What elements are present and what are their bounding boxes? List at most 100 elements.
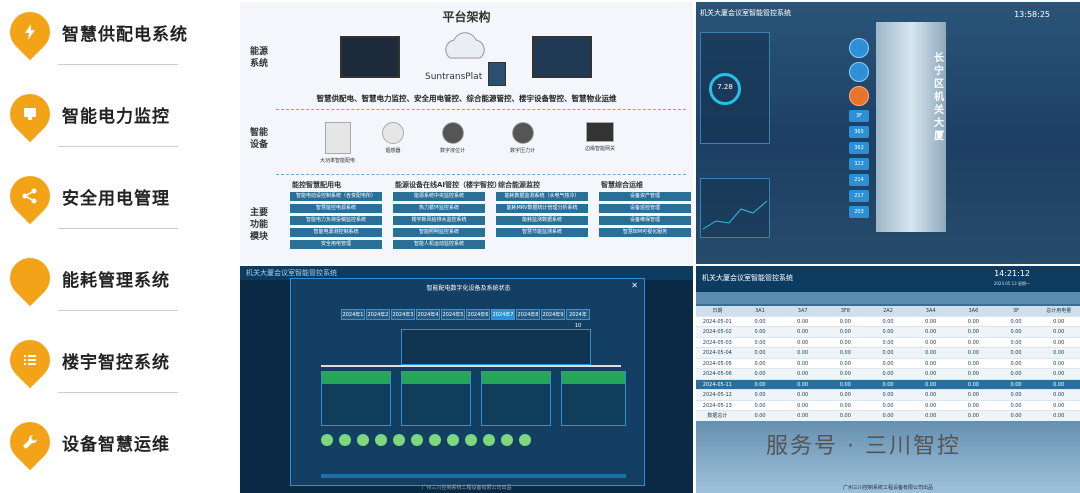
table-cell: 0.00	[754, 371, 766, 377]
table-cell: 0.00	[967, 402, 979, 409]
table-cell: 0.00	[1053, 371, 1065, 377]
menu-item-building[interactable]: 楼宇智控系统	[0, 328, 238, 410]
module-item[interactable]: 智能照明监控系统	[393, 228, 485, 237]
floor-button[interactable]: 214	[849, 174, 869, 186]
dashboard-title: 机关大厦会议室智能管控系统	[700, 9, 791, 17]
function-button[interactable]	[849, 38, 869, 58]
floor-button[interactable]: 365	[849, 126, 869, 138]
function-button[interactable]	[849, 86, 869, 106]
table-cell: 0.00	[1053, 329, 1065, 335]
module-item[interactable]: 智慧BIM可视化服务	[599, 228, 691, 237]
module-item[interactable]: 智能电源测控制系统	[290, 228, 382, 237]
table-cell: 0.00	[754, 350, 766, 356]
floor-button[interactable]: 322	[849, 158, 869, 170]
module-item[interactable]: 智能电动设控制系统（含变配电所）	[290, 192, 382, 201]
menu-item-energy[interactable]: 能耗管理系统	[0, 246, 238, 328]
menu-item-maintenance[interactable]: 设备智慧运维	[0, 410, 238, 492]
module-item[interactable]: 热力循环监控系统	[393, 204, 485, 213]
module-item[interactable]: 智能人机运动监控系统	[393, 240, 485, 249]
module-item[interactable]: 智慧节能监测系统	[496, 228, 588, 237]
table-cell: 0.00	[797, 329, 809, 335]
busbar	[321, 365, 621, 367]
month-tab[interactable]: 2024年7	[491, 309, 515, 320]
module-item[interactable]: 设备维保管理	[599, 216, 691, 225]
monitor-icon	[1, 85, 59, 143]
list-icon	[1, 331, 59, 389]
module-item[interactable]: 智能电力负荷投稿监控系统	[290, 216, 382, 225]
scrollbar[interactable]	[321, 474, 626, 478]
table-cell: 0.00	[839, 318, 851, 325]
table-cell: 0.00	[1010, 371, 1022, 377]
menu-item-safe-power[interactable]: 安全用电管理	[0, 164, 238, 246]
close-icon[interactable]: ✕	[631, 281, 638, 290]
cloud-icon	[445, 32, 485, 59]
floor-button[interactable]: 362	[849, 142, 869, 154]
month-tab[interactable]: 2024年2	[366, 309, 390, 320]
module-item[interactable]: 能耗数据监测系统（水电气热冷）	[496, 192, 588, 201]
section-label-modules: 主要功能模块	[250, 208, 269, 242]
month-tab[interactable]: 2024年8	[516, 309, 540, 320]
floor-button[interactable]: 3F	[849, 110, 869, 122]
month-tab[interactable]: 2024年10	[566, 309, 590, 329]
table-cell: 0.00	[1053, 413, 1065, 419]
module-item[interactable]: 楼宇新风给排水监控系统	[393, 216, 485, 225]
table-cell: 0.00	[1010, 413, 1022, 419]
feeder-box[interactable]	[481, 371, 551, 426]
table-cell: 0.00	[925, 402, 937, 409]
module-item[interactable]: 安全用电管理	[290, 240, 382, 249]
table-cell: 0.00	[1010, 350, 1022, 356]
module-item[interactable]: 智慧能控电源系统	[290, 204, 382, 213]
wrench-icon	[1, 413, 59, 471]
floor-button[interactable]: 203	[849, 206, 869, 218]
month-tab[interactable]: 2024年9	[541, 309, 565, 320]
month-tab[interactable]: 2024年5	[441, 309, 465, 320]
month-tab[interactable]: 2024年3	[391, 309, 415, 320]
module-item[interactable]: 能源系统中央监控系统	[393, 192, 485, 201]
module-item[interactable]: 设备资产管理	[599, 192, 691, 201]
month-tab[interactable]: 2024年1	[341, 309, 365, 320]
column-header: 日期	[712, 308, 723, 314]
feeder-box[interactable]	[561, 371, 626, 426]
device-edge-gateway: 边缘智能网关	[585, 122, 615, 152]
table-cell: 0.00	[882, 360, 894, 367]
menu-item-power-monitor[interactable]: 智能电力监控	[0, 82, 238, 164]
feeder-box[interactable]	[401, 371, 471, 426]
table-cell: 0.00	[882, 350, 894, 356]
floor-button[interactable]: 217	[849, 190, 869, 202]
report-panel: 机关大厦会议室智能管控系统 14:21:12 2024.05.13 星期一 日期…	[696, 266, 1080, 493]
table-cell: 0.00	[839, 381, 851, 388]
module-item[interactable]: 设备巡检管理	[599, 204, 691, 213]
module-column-title: 能源设备在线AI管控（楼宇智控）	[395, 181, 502, 189]
column-header: 总计用电量	[1046, 308, 1072, 314]
table-cell: 0.00	[754, 329, 766, 335]
function-button[interactable]	[849, 62, 869, 82]
table-cell: 0.00	[967, 381, 979, 388]
table-cell: 0.00	[839, 339, 851, 346]
table-cell: 0.00	[1010, 402, 1022, 409]
table-cell: 0.00	[1053, 381, 1065, 388]
menu-item-label: 智能电力监控	[62, 107, 170, 127]
feeder-box[interactable]	[321, 371, 391, 426]
report-title: 机关大厦会议室智能管控系统	[702, 274, 793, 282]
module-item[interactable]: 能耗监测数据系统	[496, 216, 588, 225]
device-pressure-gauge: 数字压力计	[510, 122, 535, 154]
building-model	[876, 22, 946, 232]
month-tab[interactable]: 2024年4	[416, 309, 440, 320]
table-cell: 0.00	[797, 413, 809, 419]
month-tab[interactable]: 2024年6	[466, 309, 490, 320]
table-cell: 0.00	[882, 413, 894, 419]
module-item[interactable]: 能耗MRV数据统计管理分析系统	[496, 204, 588, 213]
share-icon	[1, 167, 59, 225]
menu-item-power-supply[interactable]: 智慧供配电系统	[0, 0, 238, 82]
